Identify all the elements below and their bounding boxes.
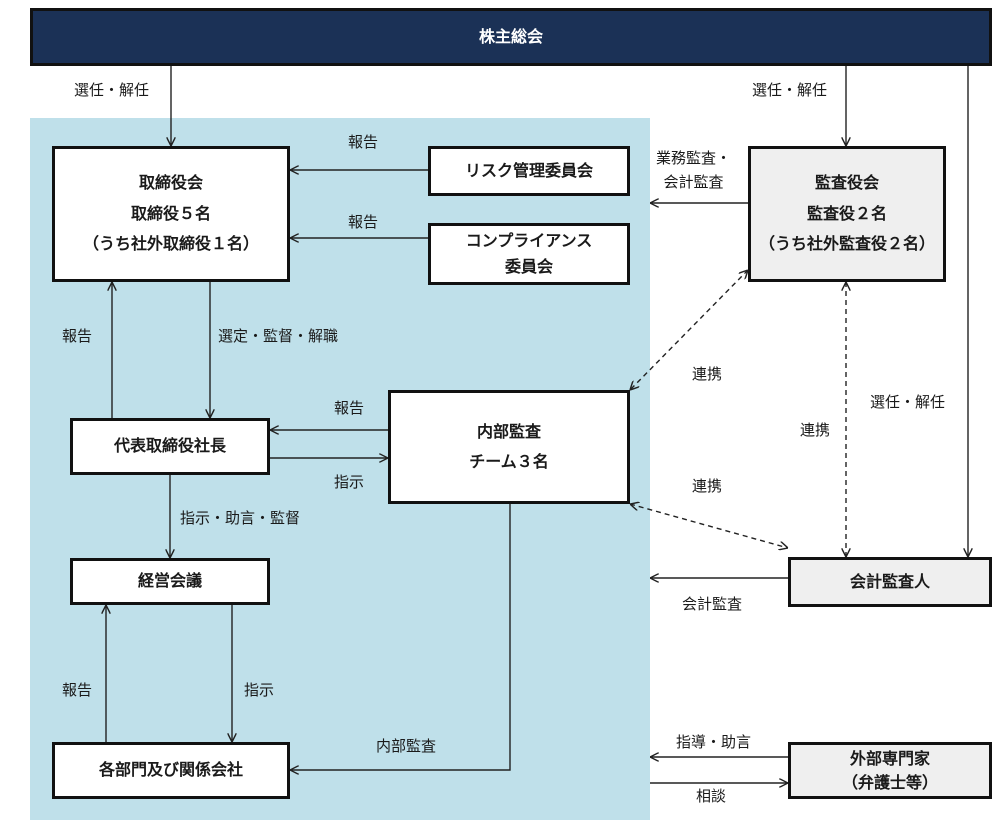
experts-line-1: 外部専門家 xyxy=(849,748,930,768)
label-consultation: 相談 xyxy=(696,787,727,805)
compliance-committee-box: コンプライアンス 委員会 xyxy=(428,223,630,285)
audit-board-box: 監査役会 監査役２名 （うち社外監査役２名） xyxy=(748,146,946,282)
management-meeting-label: 経営会議 xyxy=(137,571,202,591)
external-experts-box: 外部専門家 （弁護士等） xyxy=(788,742,992,799)
dashed-cooperation-ia-accountant xyxy=(630,504,788,548)
audit-board-line-1: 監査役会 xyxy=(814,173,879,193)
label-elect-accountant: 選任・解任 xyxy=(870,393,946,411)
dashed-cooperation-auditors-ia xyxy=(630,270,748,390)
label-elect-left: 選任・解任 xyxy=(74,81,150,99)
president-box: 代表取締役社長 xyxy=(70,418,270,475)
compliance-line-1: コンプライアンス xyxy=(465,231,593,251)
label-cooperation-3: 連携 xyxy=(692,477,723,495)
label-select-supervise: 選定・監督・解職 xyxy=(218,327,339,345)
departments-box: 各部門及び関係会社 xyxy=(52,742,290,799)
label-accounting-audit: 会計監査 xyxy=(682,595,743,613)
risk-committee-label: リスク管理委員会 xyxy=(464,160,593,180)
audit-board-line-3: （うち社外監査役２名） xyxy=(758,234,935,254)
label-instruct-ia: 指示 xyxy=(334,473,365,491)
audit-board-line-2: 監査役２名 xyxy=(806,203,887,223)
label-report-risk: 報告 xyxy=(348,133,379,151)
label-business-audit-1: 業務監査・ xyxy=(656,149,732,167)
label-instruct-advise: 指示・助言・監督 xyxy=(180,509,301,527)
accounting-auditor-box: 会計監査人 xyxy=(788,557,992,607)
experts-line-2: （弁護士等） xyxy=(841,772,938,792)
shareholders-meeting-label: 株主総会 xyxy=(478,26,543,46)
label-report-ia: 報告 xyxy=(334,399,365,417)
board-line-2: 取締役５名 xyxy=(130,203,211,223)
label-business-audit: 業務監査・ 会計監査 xyxy=(656,146,731,194)
label-cooperation-2: 連携 xyxy=(800,421,831,439)
internal-audit-line-2: チーム３名 xyxy=(469,452,549,471)
management-meeting-box: 経営会議 xyxy=(70,558,270,605)
internal-audit-line-1: 内部監査 xyxy=(476,421,541,441)
internal-audit-box: 内部監査 チーム３名 xyxy=(388,390,630,504)
accounting-auditor-label: 会計監査人 xyxy=(849,571,930,591)
label-business-audit-2: 会計監査 xyxy=(663,173,724,191)
label-report-compliance: 報告 xyxy=(348,213,379,231)
label-guidance: 指導・助言 xyxy=(676,733,752,751)
arrow-internal-audit xyxy=(290,504,511,770)
shareholders-meeting-box: 株主総会 xyxy=(30,8,992,66)
board-line-1: 取締役会 xyxy=(138,173,203,193)
departments-label: 各部門及び関係会社 xyxy=(98,760,243,780)
label-report-mgmt: 報告 xyxy=(62,681,93,699)
label-report-board: 報告 xyxy=(62,327,93,345)
board-of-directors-box: 取締役会 取締役５名 （うち社外取締役１名） xyxy=(52,146,290,282)
board-line-3: （うち社外取締役１名） xyxy=(82,234,259,254)
label-elect-right: 選任・解任 xyxy=(752,81,828,99)
label-internal-audit: 内部監査 xyxy=(376,737,437,755)
label-cooperation-1: 連携 xyxy=(692,365,723,383)
president-label: 代表取締役社長 xyxy=(113,436,226,456)
compliance-line-2: 委員会 xyxy=(504,257,553,276)
risk-committee-box: リスク管理委員会 xyxy=(428,146,630,196)
label-instruct-mgmt: 指示 xyxy=(244,681,275,699)
